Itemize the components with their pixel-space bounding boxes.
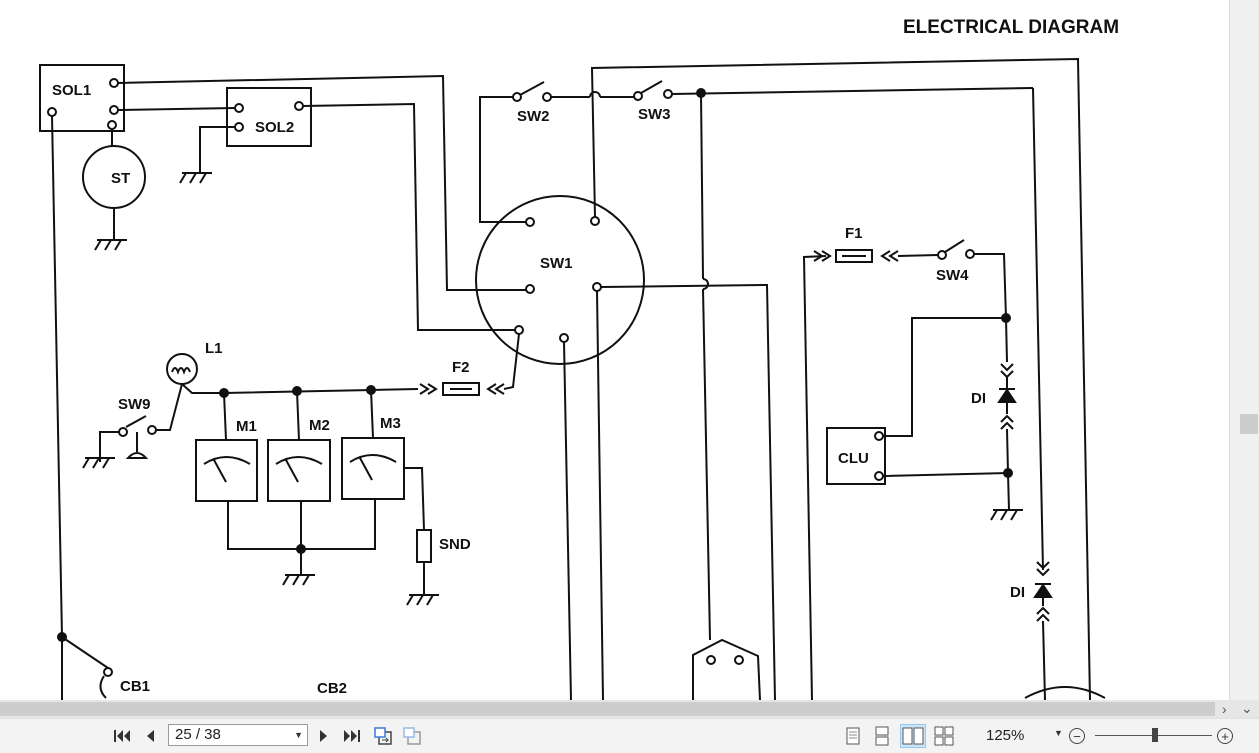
label-f1: F1 xyxy=(845,225,863,242)
zoom-in-button[interactable]: + xyxy=(1216,724,1234,748)
zoom-dropdown-caret-icon[interactable]: ▼ xyxy=(1054,728,1063,738)
facing-pages-icon xyxy=(902,727,924,745)
first-page-icon xyxy=(114,730,130,742)
vertical-scrollbar[interactable] xyxy=(1229,0,1259,700)
zoom-out-button[interactable]: − xyxy=(1068,724,1086,748)
label-cb1: CB1 xyxy=(120,678,150,695)
last-page-icon xyxy=(344,730,360,742)
label-sw9: SW9 xyxy=(118,396,151,413)
label-m2: M2 xyxy=(309,417,330,434)
zoom-out-icon: − xyxy=(1069,728,1085,744)
back-view-icon xyxy=(374,727,392,745)
go-back-view-button[interactable] xyxy=(372,724,396,748)
label-sw4: SW4 xyxy=(936,267,969,284)
previous-page-button[interactable] xyxy=(140,724,160,748)
scroll-right-arrow-icon[interactable]: › xyxy=(1222,701,1227,717)
continuous-view-button[interactable] xyxy=(872,724,892,748)
previous-page-icon xyxy=(147,730,154,742)
vertical-scroll-thumb[interactable] xyxy=(1240,414,1258,434)
go-forward-view-button[interactable] xyxy=(401,724,425,748)
zoom-slider-thumb[interactable] xyxy=(1152,728,1158,742)
label-f2: F2 xyxy=(452,359,470,376)
electrical-diagram: ELECTRICAL DIAGRAM SOL1 SOL2 ST SW1 SW2 … xyxy=(39,17,1119,700)
facing-continuous-view-button[interactable] xyxy=(933,724,955,748)
single-page-icon xyxy=(846,727,860,745)
first-page-button[interactable] xyxy=(110,724,134,748)
forward-view-icon xyxy=(403,727,421,745)
next-page-button[interactable] xyxy=(314,724,334,748)
horizontal-scrollbar[interactable]: › ⌄ xyxy=(0,700,1259,718)
zoom-level[interactable]: 125% xyxy=(986,727,1025,744)
label-sol1: SOL1 xyxy=(52,82,91,99)
single-page-view-button[interactable] xyxy=(843,724,863,748)
label-sw2: SW2 xyxy=(517,108,550,125)
label-di-upper: DI xyxy=(971,390,986,407)
label-di-lower: DI xyxy=(1010,584,1025,601)
label-sw1: SW1 xyxy=(540,255,573,272)
label-cb2: CB2 xyxy=(317,680,347,697)
viewer-toolbar: 25 / 38 ▼ 125% ▼ − + xyxy=(0,718,1259,753)
document-page: ELECTRICAL DIAGRAM SOL1 SOL2 ST SW1 SW2 … xyxy=(39,17,1120,700)
facing-view-button[interactable] xyxy=(900,724,926,748)
label-l1: L1 xyxy=(205,340,223,357)
page-dropdown-caret-icon[interactable]: ▼ xyxy=(294,730,303,740)
page-number-field[interactable]: 25 / 38 ▼ xyxy=(168,724,308,746)
label-m3: M3 xyxy=(380,415,401,432)
label-clu: CLU xyxy=(838,450,869,467)
last-page-button[interactable] xyxy=(340,724,364,748)
label-snd: SND xyxy=(439,536,471,553)
continuous-page-icon xyxy=(875,726,889,746)
scroll-down-arrow-icon[interactable]: ⌄ xyxy=(1241,700,1253,716)
next-page-icon xyxy=(320,730,327,742)
label-st: ST xyxy=(111,170,130,187)
facing-continuous-icon xyxy=(934,726,954,746)
horizontal-scroll-thumb[interactable] xyxy=(0,702,1215,716)
diagram-title: ELECTRICAL DIAGRAM xyxy=(903,17,1119,38)
zoom-in-icon: + xyxy=(1217,728,1233,744)
label-sol2: SOL2 xyxy=(255,119,294,136)
page-indicator: 25 / 38 xyxy=(175,726,221,743)
label-sw3: SW3 xyxy=(638,106,671,123)
label-m1: M1 xyxy=(236,418,257,435)
